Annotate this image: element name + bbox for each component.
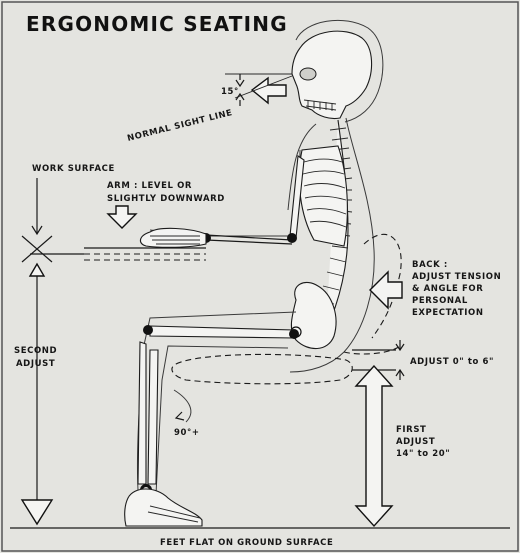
arm-label-line1: ARM : LEVEL OR bbox=[107, 181, 192, 191]
arm-arrow-icon bbox=[108, 206, 136, 228]
first-adjust-line1: FIRST bbox=[396, 425, 426, 435]
back-label-line4: PERSONAL bbox=[412, 296, 468, 306]
work-surface-height-mark bbox=[22, 236, 52, 262]
chair-backrest: BACK : ADJUST TENSION & ANGLE FOR PERSON… bbox=[344, 234, 501, 354]
first-adjust-line2: ADJUST bbox=[396, 437, 435, 447]
second-adjust-dimension: SECOND ADJUST bbox=[14, 264, 57, 524]
backrest-arrow-icon bbox=[370, 272, 402, 308]
sight-line-label: NORMAL SIGHT LINE bbox=[126, 108, 233, 144]
second-adjust-line1: SECOND bbox=[14, 346, 57, 356]
work-surface-label: WORK SURFACE bbox=[32, 164, 115, 174]
seat-adjust-label: ADJUST 0" to 6" bbox=[410, 357, 494, 367]
first-adjust-dimension: FIRST ADJUST 14" to 20" bbox=[356, 366, 450, 526]
second-adjust-line2: ADJUST bbox=[16, 359, 55, 369]
work-surface: WORK SURFACE ARM : LEVEL OR SLIGHTLY DOW… bbox=[22, 164, 225, 262]
sight-arrow-icon bbox=[252, 78, 286, 103]
arm-label-line2: SLIGHTLY DOWNWARD bbox=[107, 194, 225, 204]
back-label-line5: EXPECTATION bbox=[412, 308, 484, 318]
ground-label: FEET FLAT ON GROUND SURFACE bbox=[160, 538, 333, 548]
knee-angle-label: 90°+ bbox=[174, 428, 200, 438]
foot bbox=[125, 489, 202, 526]
back-label-line2: ADJUST TENSION bbox=[412, 272, 501, 282]
back-label-line3: & ANGLE FOR bbox=[412, 284, 483, 294]
rib-cage bbox=[299, 146, 347, 246]
sight-angle-label: 15° bbox=[221, 87, 239, 97]
first-adjust-line3: 14" to 20" bbox=[396, 449, 450, 459]
diagram-title: ERGONOMIC SEATING bbox=[26, 12, 288, 36]
legs: 90°+ bbox=[137, 312, 299, 496]
back-label-line1: BACK : bbox=[412, 260, 448, 270]
skull bbox=[292, 20, 383, 122]
sight-line-indicator: 15° NORMAL SIGHT LINE bbox=[126, 74, 292, 144]
